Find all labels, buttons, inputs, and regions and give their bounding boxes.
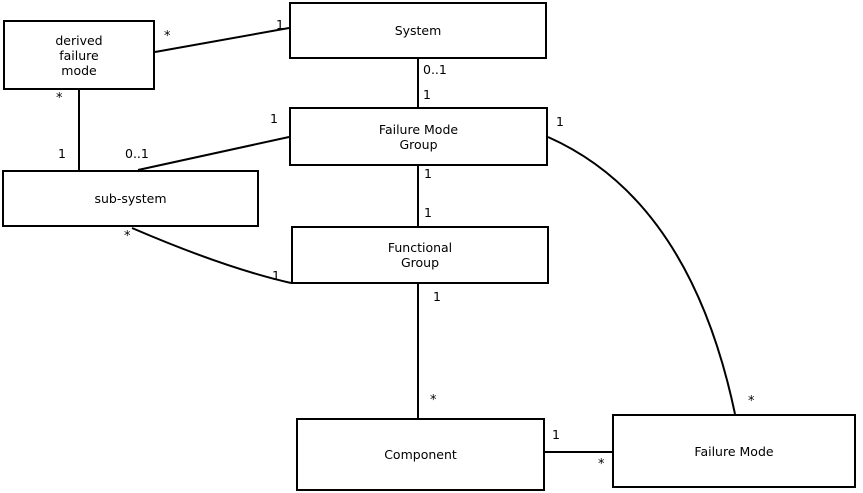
uml-class-functional-group[interactable]: Functional Group (291, 226, 549, 284)
uml-class-system[interactable]: System (289, 2, 547, 59)
mult-sub-to-fg-tgt: 1 (272, 268, 280, 283)
mult-component-to-fm-src: 1 (552, 427, 560, 442)
association-fmg-to-failuremode (547, 136, 736, 415)
uml-class-label-failure-mode: Failure Mode (694, 443, 774, 459)
uml-class-label-component: Component (384, 447, 457, 462)
mult-sub-to-fg-src: * (124, 229, 131, 244)
uml-class-failure-mode-group[interactable]: Failure Mode Group (289, 107, 548, 166)
mult-system-to-fmg-tgt: 1 (423, 87, 431, 102)
uml-class-label-derived-failure-mode: derived failure mode (55, 32, 103, 78)
uml-class-sub-system[interactable]: sub-system (2, 170, 259, 227)
mult-derived-to-system-src: * (164, 29, 171, 44)
mult-fg-to-component-tgt: * (430, 393, 437, 408)
mult-component-to-fm-tgt: * (598, 457, 605, 472)
uml-class-component[interactable]: Component (296, 418, 545, 491)
association-subsystem-to-fg (131, 227, 292, 284)
uml-class-failure-mode[interactable]: Failure Mode (612, 414, 856, 488)
association-subsystem-to-fmg (137, 136, 290, 171)
association-derived-to-system (154, 27, 290, 53)
mult-fmg-to-fm-tgt: * (748, 394, 755, 409)
mult-derived-to-sub-tgt: 1 (58, 146, 66, 161)
uml-class-label-sub-system: sub-system (94, 191, 167, 206)
mult-sub-to-fmg-tgt: 1 (270, 111, 278, 126)
mult-fmg-to-fm-src: 1 (556, 114, 564, 129)
uml-class-label-functional-group: Functional Group (387, 240, 453, 270)
uml-class-derived-failure-mode[interactable]: derived failure mode (3, 20, 155, 90)
mult-fmg-to-fg-tgt: 1 (424, 205, 432, 220)
mult-system-to-fmg-src: 0..1 (423, 62, 447, 77)
mult-fg-to-component-src: 1 (433, 289, 441, 304)
mult-fmg-to-fg-src: 1 (424, 166, 432, 181)
mult-sub-to-fmg-src: 0..1 (125, 146, 149, 161)
mult-derived-to-system-tgt: 1 (276, 17, 284, 32)
uml-class-label-system: System (394, 23, 442, 38)
uml-class-label-failure-mode-group: Failure Mode Group (378, 121, 459, 152)
mult-derived-to-sub-src: * (56, 91, 63, 106)
